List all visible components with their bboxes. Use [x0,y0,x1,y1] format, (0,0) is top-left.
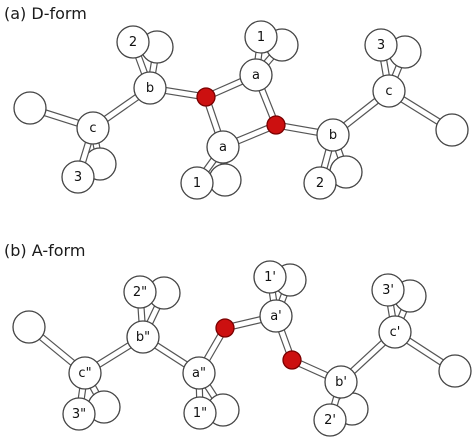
panel-label-a-form: (b) A-form [4,241,85,260]
atom-label: 1 [257,30,265,45]
atom-c3: 3" [62,397,96,431]
atom-label: 2 [316,176,324,191]
atom-sphere [303,166,337,200]
atom-b: b" [126,320,160,354]
atom-sphere [12,310,46,344]
atom-r1 [435,113,469,147]
atom-label: b" [136,330,150,345]
atom-label: a [252,68,260,83]
atom-sphere [313,403,347,437]
atom-r1 [438,354,472,388]
atom-sphere [378,315,412,349]
a-form-molecule: c" 3" b" 2" a" 1" a' 1' b' 2' c' 3' [12,260,472,437]
atom-b: b [133,71,167,105]
atom-sphere [68,356,102,390]
panel-label-d-form: (a) D-form [4,4,87,23]
atom-sphere [126,320,160,354]
atom-label: 2' [324,413,336,428]
atom-sphere [239,58,273,92]
atom-label: 3" [72,407,86,422]
atom-label: 3 [377,38,385,53]
atom-a1: a [239,58,273,92]
atom-label: a" [192,366,206,381]
atom-a1: 1" [183,396,217,430]
atom-label: c [385,84,392,99]
atom-sphere [208,163,242,197]
atom-a11: 1 [244,20,278,54]
atom-sphere [324,365,358,399]
atom-c3: 3 [61,160,95,194]
atom-sphere [438,354,472,388]
atom-l1 [13,91,47,125]
atom-c43: 3 [364,28,398,62]
atom-label: 2" [133,285,147,300]
atom-l1 [12,310,46,344]
atom-sphere [62,397,96,431]
atom-label: 1 [193,176,201,191]
atom-sphere [116,25,150,59]
atom-sphere [183,396,217,430]
atom-a2: a [206,130,240,164]
atom-label: b' [335,375,347,390]
atom-sphere [259,299,293,333]
atom-label: 3' [382,283,394,298]
atom-label: c [89,121,96,136]
atom-label: 1' [264,270,276,285]
atom-b32: 2 [303,166,337,200]
atom-sphere [61,160,95,194]
oxygen-atom [266,115,286,135]
atom-sphere [123,275,157,309]
atom-c43: 3' [371,273,405,307]
atom-sphere [180,166,214,200]
atom-label: 2 [129,35,137,50]
atom-a21: 1 [180,166,214,200]
atom-label: b [146,81,154,96]
oxygen-sphere [282,350,302,370]
atom-sphere [253,260,287,294]
atom-c4: c [372,74,406,108]
atom-c4: c' [378,315,412,349]
atom-c: c" [68,356,102,390]
atom-b2: 2 [116,25,150,59]
oxygen-atom [196,87,216,107]
atom-sphere [364,28,398,62]
atom-sphere [244,20,278,54]
atom-sphere [316,118,350,152]
atom-b3: b [316,118,350,152]
atom-a: a" [182,356,216,390]
atom-c: c [76,111,110,145]
oxygen-atom [282,350,302,370]
atom-sphere [206,130,240,164]
atom-sphere [182,356,216,390]
atom-sphere [76,111,110,145]
atom-b2: 2" [123,275,157,309]
atom-label: 1" [193,406,207,421]
atom-sphere [435,113,469,147]
atom-a21: 1' [253,260,287,294]
oxygen-sphere [215,318,235,338]
atom-b3: b' [324,365,358,399]
atom-label: c" [78,366,91,381]
atom-sphere [372,74,406,108]
atom-label: b [329,128,337,143]
oxygen-atom [215,318,235,338]
oxygen-sphere [266,115,286,135]
atom-label: 3 [74,170,82,185]
atom-a2: a' [259,299,293,333]
atom-label: a [219,140,227,155]
atom-label: c' [390,325,401,340]
atom-b32: 2' [313,403,347,437]
atom-label: a' [270,309,282,324]
atom-sphere [371,273,405,307]
atom-sphere [13,91,47,125]
d-form-molecule: c 3 b 2 a 1 a 1 b 2 c 3 [13,20,469,200]
atom-sphere [133,71,167,105]
oxygen-sphere [196,87,216,107]
atom-a21b [208,163,242,197]
